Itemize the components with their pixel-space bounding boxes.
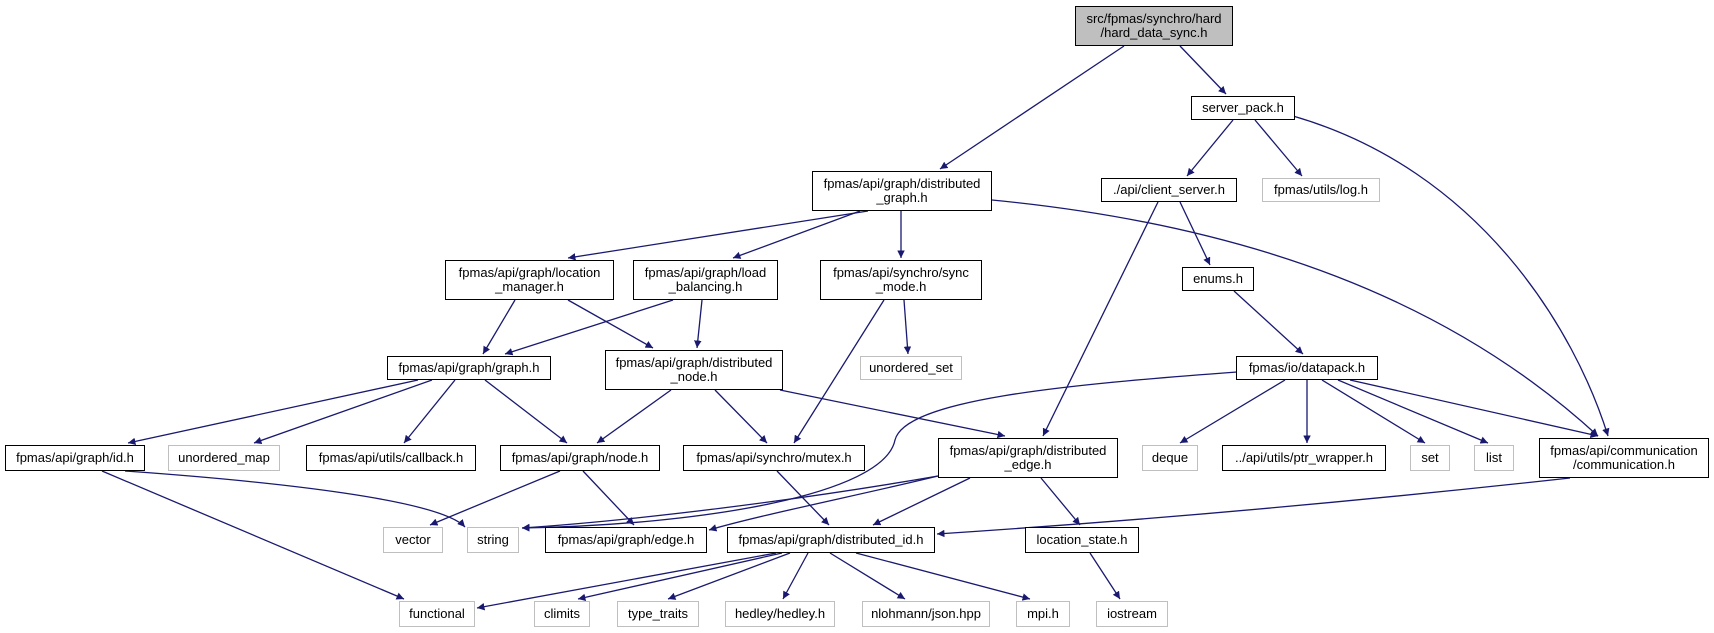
node-json[interactable]: nlohmann/json.hpp	[862, 601, 990, 627]
node-datapack[interactable]: fpmas/io/datapack.h	[1236, 356, 1378, 380]
edge-datapack-set	[1321, 379, 1426, 444]
edge-client_server-distributed_edge	[1042, 201, 1159, 437]
edge-distributed_edge-string	[521, 475, 939, 532]
node-deque[interactable]: deque	[1142, 445, 1198, 471]
edge-graph-node	[484, 379, 568, 444]
edge-distributed_node-distributed_edge	[779, 389, 1006, 439]
edge-datapack-deque	[1179, 379, 1286, 444]
node-distributed-node[interactable]: fpmas/api/graph/distributed _node.h	[605, 350, 783, 390]
edge-sync_mode-unordered_set	[903, 299, 912, 355]
edge-distributed_id-functional	[476, 552, 777, 611]
edge-enums-datapack	[1233, 290, 1304, 355]
node-log[interactable]: fpmas/utils/log.h	[1262, 178, 1380, 202]
edge-client_server-enums	[1179, 201, 1211, 266]
node-mutex[interactable]: fpmas/api/synchro/mutex.h	[683, 445, 865, 471]
edge-distributed_id-json	[829, 552, 906, 600]
edge-distributed_id-climits	[577, 552, 783, 602]
edge-distributed_node-mutex	[714, 389, 768, 444]
edge-location_manager-distributed_node	[567, 299, 654, 349]
edge-mutex-distributed_id	[776, 470, 830, 526]
edge-distributed_id-hedley	[782, 552, 809, 600]
node-id[interactable]: fpmas/api/graph/id.h	[5, 445, 145, 471]
edge-id-functional	[101, 470, 405, 600]
edge-location_manager-graph	[482, 299, 516, 355]
edge-location_state-iostream	[1089, 552, 1121, 600]
node-distributed-graph[interactable]: fpmas/api/graph/distributed _graph.h	[812, 171, 992, 211]
node-climits[interactable]: climits	[534, 601, 590, 627]
edge-server_pack-client_server	[1186, 119, 1234, 177]
node-unordered-set[interactable]: unordered_set	[860, 356, 962, 380]
edge-root-server_pack	[1179, 45, 1227, 95]
edge-distributed_edge-location_state	[1040, 477, 1081, 526]
edge-server_pack-communication	[1292, 115, 1610, 437]
node-distributed-edge[interactable]: fpmas/api/graph/distributed _edge.h	[938, 438, 1118, 478]
edge-distributed_id-type_traits	[667, 552, 791, 600]
node-root-hard-data-sync[interactable]: src/fpmas/synchro/hard /hard_data_sync.h	[1075, 6, 1233, 46]
node-list[interactable]: list	[1474, 445, 1514, 471]
node-iostream[interactable]: iostream	[1096, 601, 1168, 627]
edge-graph-callback	[403, 379, 456, 444]
node-ptr-wrapper[interactable]: ../api/utils/ptr_wrapper.h	[1222, 445, 1386, 471]
edge-distributed_edge-edge	[708, 475, 939, 532]
node-client-server[interactable]: ./api/client_server.h	[1101, 178, 1237, 202]
edge-distributed_edge-distributed_id	[872, 477, 971, 526]
edge-sync_mode-mutex	[793, 299, 885, 444]
node-server-pack[interactable]: server_pack.h	[1191, 96, 1295, 120]
node-sync-mode[interactable]: fpmas/api/synchro/sync _mode.h	[820, 260, 982, 300]
node-distributed-id[interactable]: fpmas/api/graph/distributed_id.h	[727, 527, 935, 553]
dependency-edges	[101, 45, 1610, 611]
node-node[interactable]: fpmas/api/graph/node.h	[500, 445, 660, 471]
edge-datapack-string	[521, 371, 1238, 532]
edge-load_balancing-distributed_node	[694, 299, 703, 349]
edge-id-string	[124, 470, 466, 528]
node-set[interactable]: set	[1410, 445, 1450, 471]
node-hedley[interactable]: hedley/hedley.h	[725, 601, 835, 627]
node-string[interactable]: string	[467, 527, 519, 553]
node-type-traits[interactable]: type_traits	[617, 601, 699, 627]
edge-distributed_graph-location_manager	[567, 210, 869, 261]
node-graph[interactable]: fpmas/api/graph/graph.h	[387, 356, 551, 380]
node-location-manager[interactable]: fpmas/api/graph/location _manager.h	[445, 260, 614, 300]
edge-load_balancing-graph	[504, 299, 674, 356]
node-edge[interactable]: fpmas/api/graph/edge.h	[545, 527, 707, 553]
node-mpi[interactable]: mpi.h	[1016, 601, 1070, 627]
node-functional[interactable]: functional	[399, 601, 475, 627]
node-unordered-map[interactable]: unordered_map	[168, 445, 280, 471]
edge-datapack-list	[1337, 379, 1489, 444]
edge-graph-id	[127, 379, 419, 446]
node-load-balancing[interactable]: fpmas/api/graph/load _balancing.h	[633, 260, 778, 300]
edge-root-distributed_graph	[939, 45, 1125, 170]
edge-communication-distributed_id	[936, 477, 1571, 538]
node-vector[interactable]: vector	[383, 527, 443, 553]
edge-server_pack-log	[1254, 119, 1303, 177]
node-location-state[interactable]: location_state.h	[1025, 527, 1139, 553]
edge-distributed_id-mpi	[855, 552, 1031, 601]
node-callback[interactable]: fpmas/api/utils/callback.h	[306, 445, 476, 471]
edge-node-vector	[429, 470, 561, 526]
edge-node-edge	[582, 470, 635, 526]
edge-distributed_graph-communication	[991, 199, 1599, 437]
edge-graph-unordered_map	[253, 379, 433, 445]
edge-datapack-communication	[1349, 379, 1599, 439]
edge-distributed_graph-load_balancing	[732, 210, 861, 259]
node-communication[interactable]: fpmas/api/communication /communication.h	[1539, 438, 1709, 478]
edge-distributed_node-node	[596, 389, 672, 444]
node-enums[interactable]: enums.h	[1182, 267, 1254, 291]
